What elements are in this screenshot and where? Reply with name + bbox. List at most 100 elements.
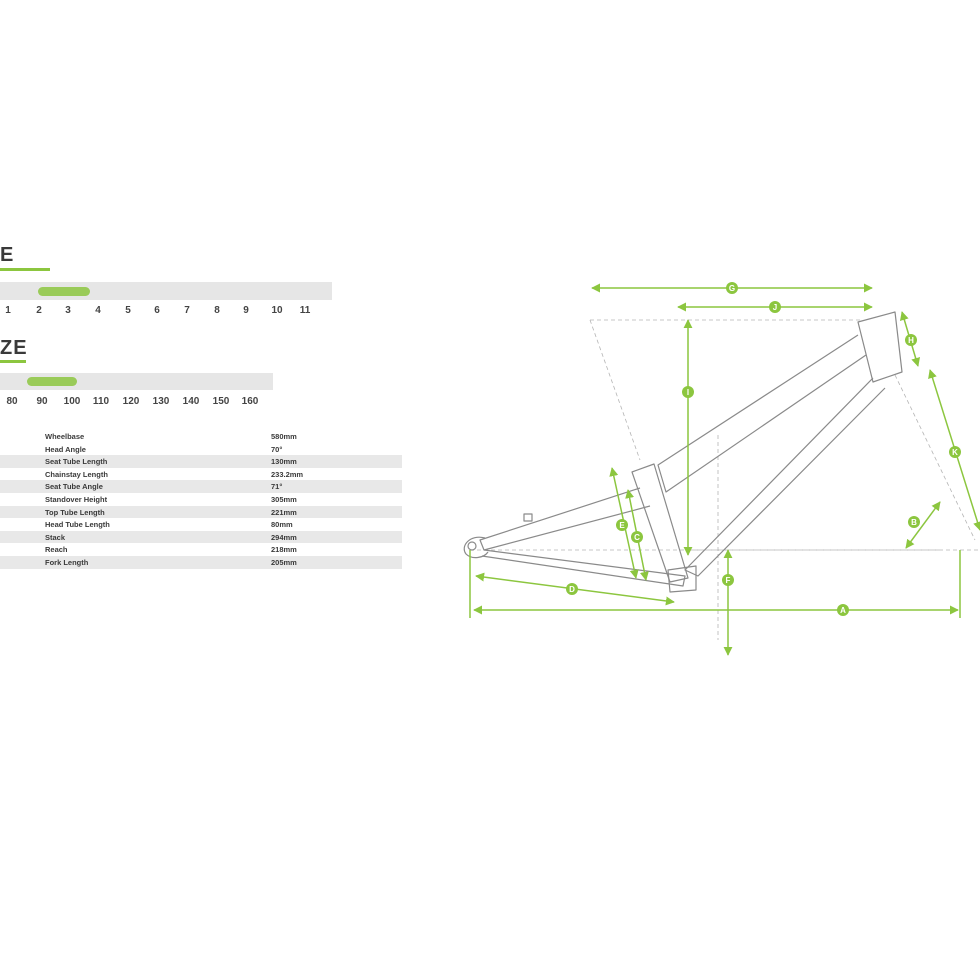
tick-label: 6 (154, 305, 160, 316)
section-title-underline (0, 268, 50, 271)
spec-value: 218mm (271, 545, 297, 555)
badge-c: C (631, 531, 643, 543)
tick-label: 90 (36, 396, 48, 407)
head-tube (857, 311, 903, 383)
spec-value: 305mm (271, 494, 297, 504)
badge-b: B (908, 516, 920, 528)
spec-label: Seat Tube Angle (45, 482, 103, 492)
tick-label: 120 (122, 396, 140, 407)
dimension-b (905, 501, 941, 549)
tick-label: 130 (152, 396, 170, 407)
height-scale-marker (27, 377, 77, 386)
seat-tube (631, 463, 689, 583)
badge-d: D (566, 583, 578, 595)
top-tube (657, 334, 867, 493)
ref-line-front-slope (894, 374, 976, 541)
tick-label: 110 (92, 396, 110, 407)
age-scale-bar (0, 282, 332, 300)
frame-geometry-diagram: G J I H K B E C D A F (463, 282, 980, 656)
spec-row-seat-tube-angle: Seat Tube Angle 71° (0, 480, 402, 493)
spec-value: 80mm (271, 520, 293, 530)
spec-row-head-tube-length: Head Tube Length 80mm (0, 518, 402, 531)
svg-text:F: F (726, 576, 731, 585)
tick-label: 3 (65, 305, 71, 316)
age-scale-ticks: 1 2 3 4 5 6 7 8 9 10 11 (0, 305, 332, 319)
spec-label: Reach (45, 545, 68, 555)
spec-row-reach: Reach 218mm (0, 543, 402, 556)
tick-label: 1 (5, 305, 11, 316)
badge-g: G (726, 282, 738, 294)
spec-value: 205mm (271, 557, 297, 567)
svg-text:E: E (619, 521, 625, 530)
svg-text:A: A (840, 606, 846, 615)
spec-row-top-tube-length: Top Tube Length 221mm (0, 505, 402, 519)
spec-label: Seat Tube Length (45, 457, 108, 467)
badge-k: K (949, 446, 961, 458)
section-title-age: E (0, 244, 15, 266)
spec-row-seat-tube-length: Seat Tube Length 130mm (0, 455, 402, 468)
spec-label: Standover Height (45, 494, 108, 504)
badge-h: H (905, 334, 917, 346)
svg-text:H: H (908, 336, 914, 345)
spec-label: Stack (45, 532, 66, 542)
dimension-badges: G J I H K B E C D A F (566, 282, 961, 616)
rear-dropout (463, 536, 489, 559)
tick-label: 8 (214, 305, 220, 316)
spec-value: 233.2mm (271, 469, 304, 479)
badge-e: E (616, 519, 628, 531)
spec-row-fork-length: Fork Length 205mm (0, 555, 402, 569)
tick-label: 7 (184, 305, 190, 316)
spec-value: 130mm (271, 457, 297, 467)
reference-lines (470, 319, 980, 640)
svg-text:B: B (911, 518, 917, 527)
dimension-lines (469, 283, 980, 656)
tick-label: 2 (36, 305, 42, 316)
spec-row-wheelbase: Wheelbase 580mm (0, 430, 402, 443)
tick-label: 140 (182, 396, 200, 407)
svg-text:C: C (634, 533, 640, 542)
section-title-size: ZE (0, 337, 28, 359)
svg-text:D: D (569, 585, 575, 594)
section-title-underline (0, 360, 26, 363)
spec-row-head-angle: Head Angle 70° (0, 443, 402, 456)
spec-row-standover-height: Standover Height 305mm (0, 493, 402, 506)
height-scale-ticks: 80 90 100 110 120 130 140 150 160 (0, 396, 273, 410)
badge-i: I (682, 386, 694, 398)
svg-text:G: G (729, 284, 735, 293)
spec-value: 221mm (271, 507, 297, 517)
svg-text:J: J (773, 303, 777, 312)
tick-label: 10 (271, 305, 283, 316)
spec-label: Fork Length (45, 557, 89, 567)
badge-a: A (837, 604, 849, 616)
svg-text:K: K (952, 448, 958, 457)
tick-label: 150 (212, 396, 230, 407)
spec-label: Top Tube Length (45, 507, 105, 517)
badge-f: F (722, 574, 734, 586)
tick-label: 160 (241, 396, 259, 407)
brake-mount (523, 513, 533, 522)
tick-label: 11 (299, 305, 311, 316)
geometry-spec-table: Wheelbase 580mm Head Angle 70° Seat Tube L… (0, 430, 402, 569)
spec-value: 71° (271, 482, 283, 492)
tick-label: 5 (125, 305, 131, 316)
spec-label: Wheelbase (45, 432, 85, 441)
seat-stay (479, 487, 651, 551)
ref-line-left-slope (589, 319, 641, 461)
tick-label: 9 (243, 305, 249, 316)
tick-label: 100 (63, 396, 81, 407)
age-scale-marker (38, 287, 90, 296)
tick-label: 80 (6, 396, 18, 407)
height-scale-bar (0, 373, 273, 390)
spec-value: 580mm (271, 432, 297, 441)
rear-axle (467, 541, 477, 551)
spec-label: Head Angle (45, 444, 86, 454)
spec-label: Chainstay Length (45, 469, 108, 479)
svg-text:I: I (687, 388, 689, 397)
tick-label: 4 (95, 305, 101, 316)
spec-label: Head Tube Length (45, 520, 110, 530)
spec-value: 70° (271, 444, 283, 454)
badge-j: J (769, 301, 781, 313)
chain-stay (481, 549, 686, 587)
down-tube (684, 377, 886, 577)
